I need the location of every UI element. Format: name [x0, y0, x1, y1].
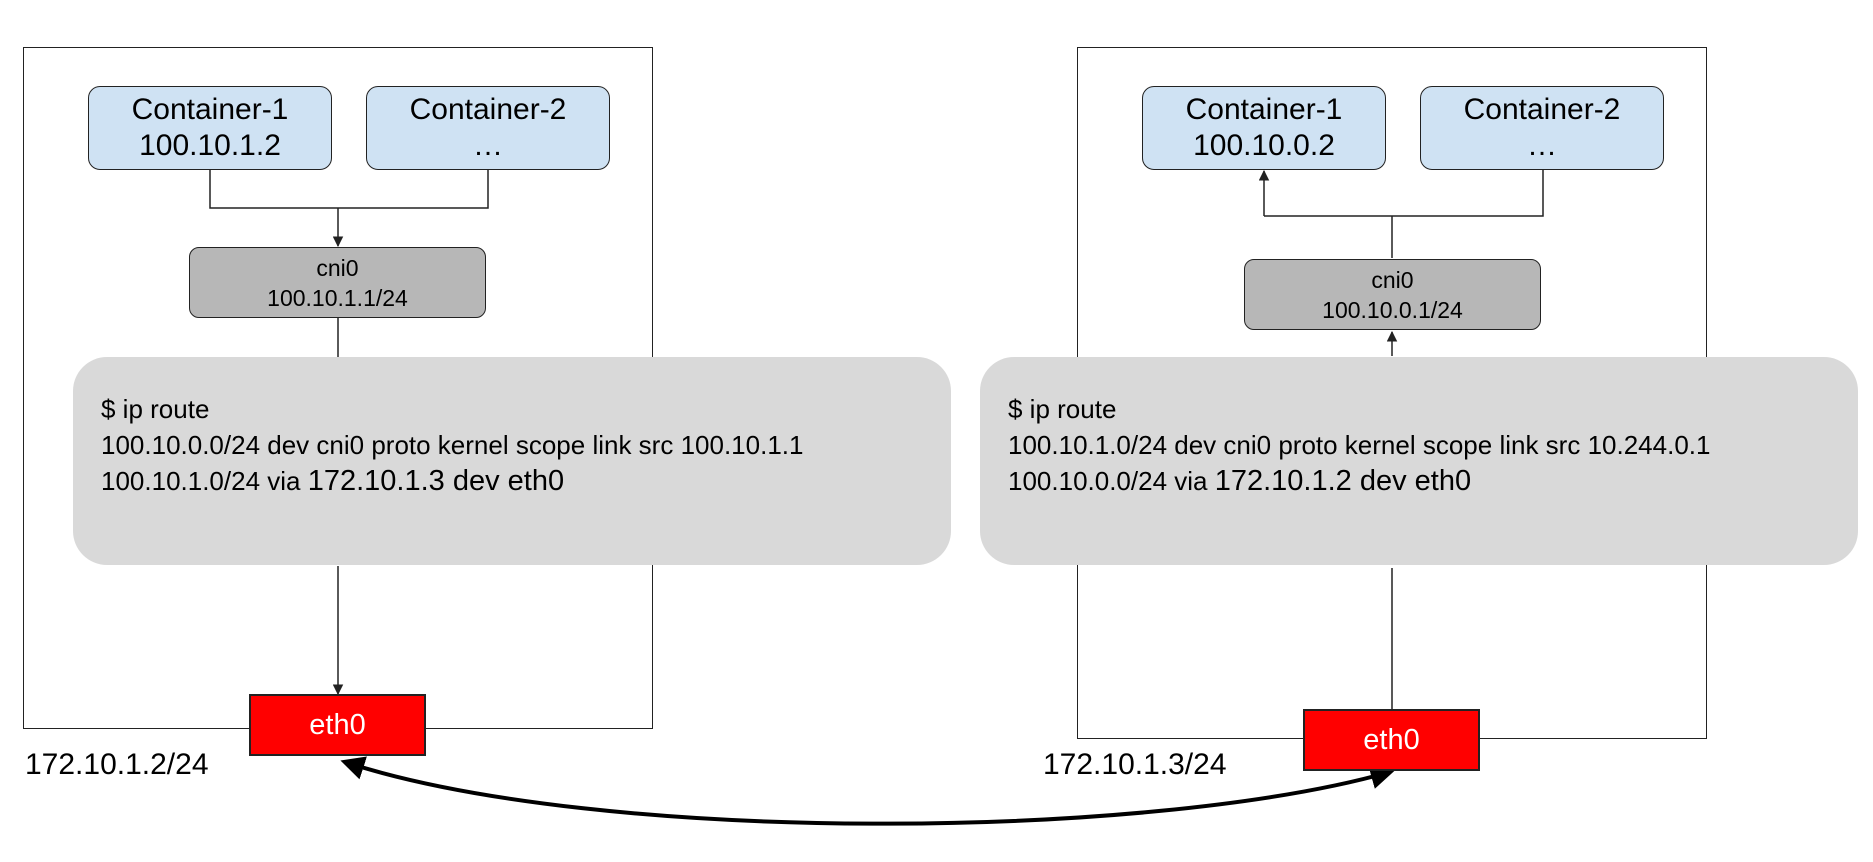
left-container-1-name: Container-1 — [131, 93, 289, 126]
left-route-line-2-gateway: 172.10.1.3 dev eth0 — [307, 465, 565, 497]
right-bridge-name: cni0 — [1371, 266, 1414, 293]
right-container-2-name: Container-2 — [1463, 93, 1621, 126]
left-container-merge-line — [209, 170, 489, 209]
eth0-link-arrow — [340, 756, 1395, 826]
left-route-line-2: 100.10.1.0/24 via 172.10.1.3 dev eth0 — [101, 463, 923, 499]
right-route-command: $ ip route — [1008, 394, 1117, 424]
right-container-2-ip: … — [1527, 129, 1557, 162]
left-bridge-name: cni0 — [316, 254, 359, 281]
right-route-line-1: 100.10.1.0/24 dev cni0 proto kernel scop… — [1008, 430, 1711, 460]
right-nic-eth0: eth0 — [1303, 709, 1480, 771]
left-nic-eth0: eth0 — [249, 694, 426, 756]
left-container-1-ip: 100.10.1.2 — [139, 129, 281, 162]
left-container-2-name: Container-2 — [409, 93, 567, 126]
left-host-ip: 172.10.1.2/24 — [25, 748, 209, 781]
left-container-1: Container-1 100.10.1.2 — [88, 86, 332, 170]
left-bridge-cidr: 100.10.1.1/24 — [267, 284, 408, 311]
right-container-1-ip: 100.10.0.2 — [1193, 129, 1335, 162]
left-route-line-1: 100.10.0.0/24 dev cni0 proto kernel scop… — [101, 430, 804, 460]
right-container-2: Container-2 … — [1420, 86, 1664, 170]
left-container-2: Container-2 … — [366, 86, 610, 170]
right-bridge-cidr: 100.10.0.1/24 — [1322, 296, 1463, 323]
right-host-ip: 172.10.1.3/24 — [1043, 748, 1227, 781]
right-container-split-line — [1264, 170, 1544, 217]
left-route-command: $ ip route — [101, 394, 210, 424]
right-container-1-name: Container-1 — [1185, 93, 1343, 126]
left-route-table: $ ip route 100.10.0.0/24 dev cni0 proto … — [73, 357, 951, 565]
left-container-2-ip: … — [473, 129, 503, 162]
left-route-line-2-prefix: 100.10.1.0/24 via — [101, 466, 308, 496]
right-route-line-2-prefix: 100.10.0.0/24 via — [1008, 466, 1215, 496]
right-route-table: $ ip route 100.10.1.0/24 dev cni0 proto … — [980, 357, 1858, 565]
right-container-1: Container-1 100.10.0.2 — [1142, 86, 1386, 170]
right-route-line-2-gateway: 172.10.1.2 dev eth0 — [1214, 465, 1472, 497]
left-bridge-cni0: cni0 100.10.1.1/24 — [189, 247, 486, 318]
right-bridge-cni0: cni0 100.10.0.1/24 — [1244, 259, 1541, 330]
right-route-line-2: 100.10.0.0/24 via 172.10.1.2 dev eth0 — [1008, 463, 1830, 499]
